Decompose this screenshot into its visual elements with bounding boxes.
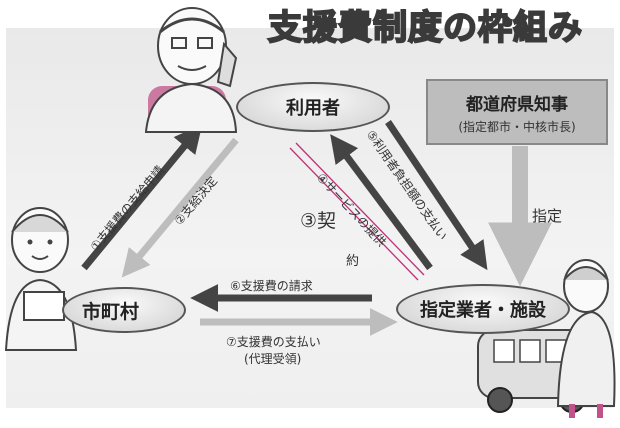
governor-subtitle: (指定都市・中核市長) — [458, 119, 576, 134]
arrow-application — [81, 124, 203, 271]
label-contract-a: ③契 — [300, 210, 337, 232]
label-contract-b: 約 — [346, 254, 360, 269]
label-payment: ⑦支援費の支払い — [226, 335, 321, 349]
contract-line-1 — [289, 147, 419, 281]
arrow-user-payment — [385, 120, 488, 271]
label-designation: 指定 — [532, 207, 563, 225]
node-provider: 指定業者・施設 — [396, 284, 570, 334]
page-title: 支援費制度の枠組み — [267, 7, 583, 49]
label-claim: ⑥支援費の請求 — [230, 279, 313, 293]
node-city: 市町村 — [62, 287, 186, 333]
governor-title: 都道府県知事 — [466, 94, 568, 115]
provider-figure — [477, 259, 616, 418]
city-figure — [4, 207, 78, 351]
arrow-service — [330, 134, 433, 271]
governor-box: 都道府県知事 (指定都市・中核市長) — [426, 79, 608, 145]
label-decision: ②支給決定 — [171, 173, 220, 228]
user-figure — [144, 7, 238, 133]
node-user: 利用者 — [236, 82, 390, 132]
arrow-decision — [121, 137, 239, 278]
contract-line-2 — [295, 142, 425, 276]
label-payment-proxy: (代理受領) — [244, 352, 302, 366]
